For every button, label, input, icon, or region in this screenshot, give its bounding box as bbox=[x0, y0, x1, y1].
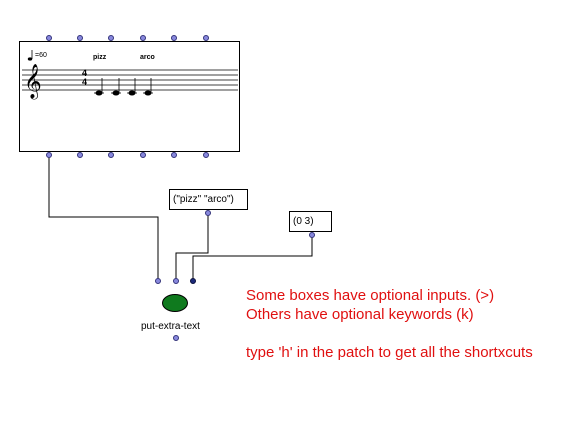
score-notes bbox=[94, 78, 153, 96]
object-outlet[interactable] bbox=[173, 335, 179, 341]
score-staff: 𝄞 bbox=[22, 50, 238, 100]
text-list-outlet[interactable] bbox=[205, 210, 211, 216]
time-signature-bottom: 4 bbox=[82, 77, 88, 87]
score-outlet-3[interactable] bbox=[108, 152, 114, 158]
note-1 bbox=[94, 78, 104, 96]
score-outlet-4[interactable] bbox=[140, 152, 146, 158]
text-list-box[interactable]: ("pizz" "arco") bbox=[169, 189, 248, 210]
score-outlet-5[interactable] bbox=[171, 152, 177, 158]
positions-outlet[interactable] bbox=[309, 232, 315, 238]
note-4 bbox=[143, 78, 153, 96]
object-inlet-texts[interactable] bbox=[173, 278, 179, 284]
comment-optional-keywords: Others have optional keywords (k) bbox=[246, 306, 474, 323]
connection-list-to-object bbox=[175, 213, 209, 280]
score-inlet-4[interactable] bbox=[140, 35, 146, 41]
time-signature-top: 4 bbox=[82, 68, 88, 78]
object-inlet-score[interactable] bbox=[155, 278, 161, 284]
note-2 bbox=[111, 78, 121, 96]
object-icon[interactable] bbox=[162, 294, 188, 312]
object-name-label: put-extra-text bbox=[141, 321, 200, 332]
treble-clef-icon: 𝄞 bbox=[24, 64, 42, 100]
score-inlet-5[interactable] bbox=[171, 35, 177, 41]
score-inlet-1[interactable] bbox=[46, 35, 52, 41]
score-inlet-6[interactable] bbox=[203, 35, 209, 41]
score-editor-box[interactable]: 𝄞 =60 4 4 pizz arco bbox=[19, 41, 240, 152]
score-outlet-2[interactable] bbox=[77, 152, 83, 158]
score-inlet-3[interactable] bbox=[108, 35, 114, 41]
comment-shortcuts: type 'h' in the patch to get all the sho… bbox=[246, 344, 533, 361]
tempo-label: =60 bbox=[35, 52, 47, 59]
tempo-note-icon bbox=[27, 50, 33, 61]
score-text-pizz: pizz bbox=[93, 54, 107, 61]
note-3 bbox=[127, 78, 137, 96]
object-inlet-keyword[interactable] bbox=[190, 278, 196, 284]
score-outlet-6[interactable] bbox=[203, 152, 209, 158]
score-text-arco: arco bbox=[140, 54, 155, 61]
connection-score-to-object bbox=[48, 156, 159, 280]
comment-optional-inputs: Some boxes have optional inputs. (>) bbox=[246, 287, 495, 304]
score-inlet-2[interactable] bbox=[77, 35, 83, 41]
positions-box[interactable]: (0 3) bbox=[289, 211, 332, 232]
score-outlet-1[interactable] bbox=[46, 152, 52, 158]
connection-positions-to-object bbox=[192, 236, 313, 280]
